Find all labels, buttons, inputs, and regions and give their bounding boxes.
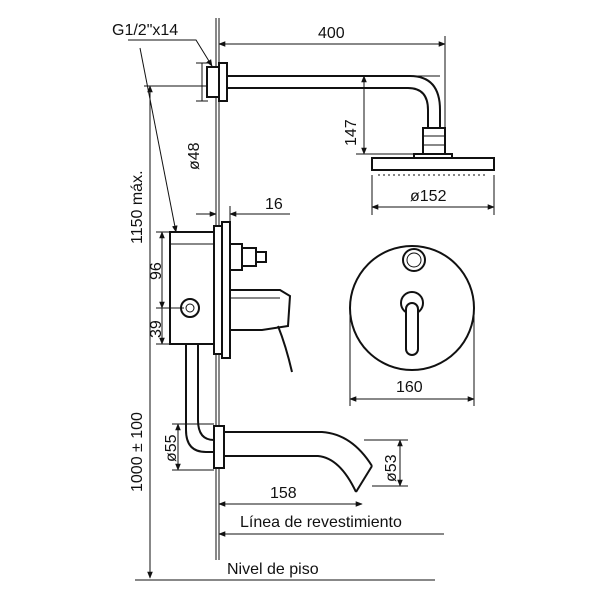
wall-line-label: Línea de revestimiento: [240, 514, 402, 531]
shower-head: [371, 153, 495, 176]
dim-spout-dia: ø53: [383, 454, 400, 482]
dim-arm-drop: 147: [343, 119, 360, 146]
thread-label: G1/2"x14: [112, 22, 178, 39]
dim-height-max: 1150 máx.: [129, 170, 146, 244]
dim-height-spout: 1000 ± 100: [129, 412, 146, 492]
dim-head-dia: ø152: [410, 188, 447, 205]
dim-valve-96: 96: [148, 262, 165, 280]
floor-line-label: Nivel de piso: [227, 561, 319, 578]
dim-flange-dia: ø48: [186, 142, 203, 170]
dim-spout-length: 158: [270, 485, 297, 502]
valve-cover-plate: [349, 245, 475, 371]
dim-spout-flange: ø55: [163, 434, 180, 462]
dim-arm-length: 400: [318, 25, 345, 42]
tub-spout: [185, 344, 373, 493]
dim-valve-39: 39: [148, 320, 165, 338]
dim-plate-dia: 160: [396, 379, 423, 396]
shower-arm: [206, 62, 446, 155]
dim-offset-16: 16: [265, 196, 283, 213]
valve-body: [169, 221, 293, 373]
